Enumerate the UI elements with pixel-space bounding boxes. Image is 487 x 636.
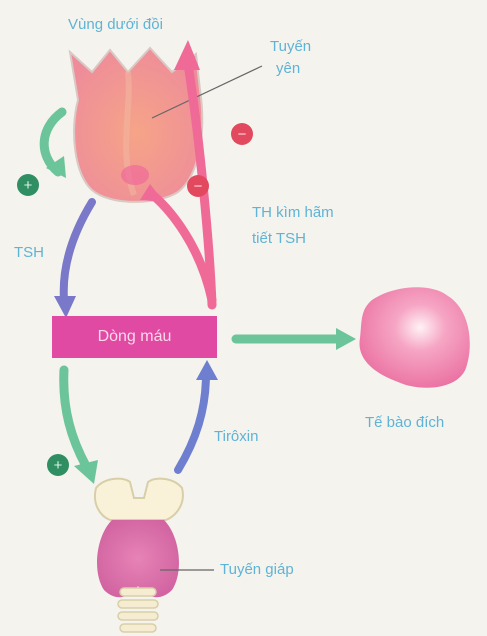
tsh-label: TSH — [14, 244, 44, 262]
feedback-label-line2: tiết TSH — [252, 230, 306, 248]
pituitary-label-line1: Tuyến — [270, 38, 311, 56]
stimulate-arrow-top — [44, 112, 66, 178]
tsh-arrow — [54, 202, 92, 318]
svg-text:−: − — [194, 178, 203, 195]
svg-text:+: + — [24, 177, 33, 194]
svg-text:−: − — [238, 126, 247, 143]
target-cell-label: Tế bào đích — [365, 414, 444, 432]
pituitary-label-line2: yên — [276, 60, 300, 78]
bloodstream-label: Dòng máu — [98, 328, 172, 346]
minus-sign-lower: − — [187, 175, 209, 197]
pituitary-gland — [70, 48, 202, 202]
thyroid-gland — [95, 479, 183, 632]
target-cell — [359, 287, 469, 387]
stimulate-arrow-bottom — [64, 370, 98, 484]
minus-sign-upper: − — [231, 123, 253, 145]
target-arrow — [236, 328, 356, 350]
thyroid-label: Tuyến giáp — [220, 561, 294, 579]
bloodstream-box: Dòng máu — [52, 316, 217, 358]
plus-sign-top: + — [17, 174, 39, 196]
thyroxine-arrow — [178, 360, 218, 470]
hypothalamus-label: Vùng dưới đồi — [68, 16, 163, 34]
plus-sign-bottom: + — [47, 454, 69, 476]
thyroxine-label: Tirôxin — [214, 428, 258, 446]
feedback-label-line1: TH kìm hãm — [252, 204, 334, 222]
svg-text:+: + — [54, 457, 63, 474]
